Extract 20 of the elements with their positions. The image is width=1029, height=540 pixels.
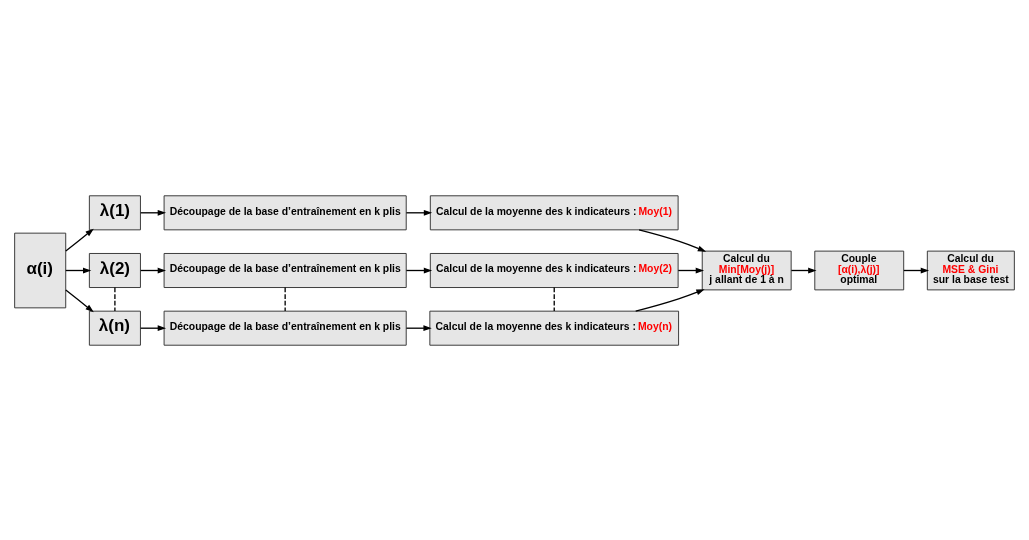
connector xyxy=(114,286,116,312)
node-box: Calcul de la moyenne des k indicateurs : Moy(n) xyxy=(429,310,680,346)
node-box: Calcul du Min[Moy(j)] j allant de 1 à n xyxy=(701,250,792,290)
connector xyxy=(284,286,286,312)
arrow xyxy=(65,228,94,252)
node-box: Découpage de la base d’entraînement en k plis xyxy=(163,310,407,346)
arrow xyxy=(638,228,707,252)
node-box: λ(n) xyxy=(88,310,141,346)
node-box: α(i) xyxy=(14,232,67,308)
node-box: Découpage de la base d’entraînement en k plis xyxy=(163,194,407,230)
connector xyxy=(553,286,555,312)
node-box: λ(2) xyxy=(88,252,141,288)
arrow xyxy=(635,288,705,312)
node-box: Couple [α(i),λ(j)] optimal xyxy=(814,250,905,290)
node-box: Calcul du MSE & Gini sur la base test xyxy=(926,250,1015,290)
arrow xyxy=(65,288,94,312)
node-box: λ(1) xyxy=(88,194,141,230)
node-box: Calcul de la moyenne des k indicateurs : Moy(2) xyxy=(429,252,679,288)
node-box: Découpage de la base d’entraînement en k plis xyxy=(163,252,407,288)
node-box: Calcul de la moyenne des k indicateurs : Moy(1) xyxy=(429,194,679,230)
